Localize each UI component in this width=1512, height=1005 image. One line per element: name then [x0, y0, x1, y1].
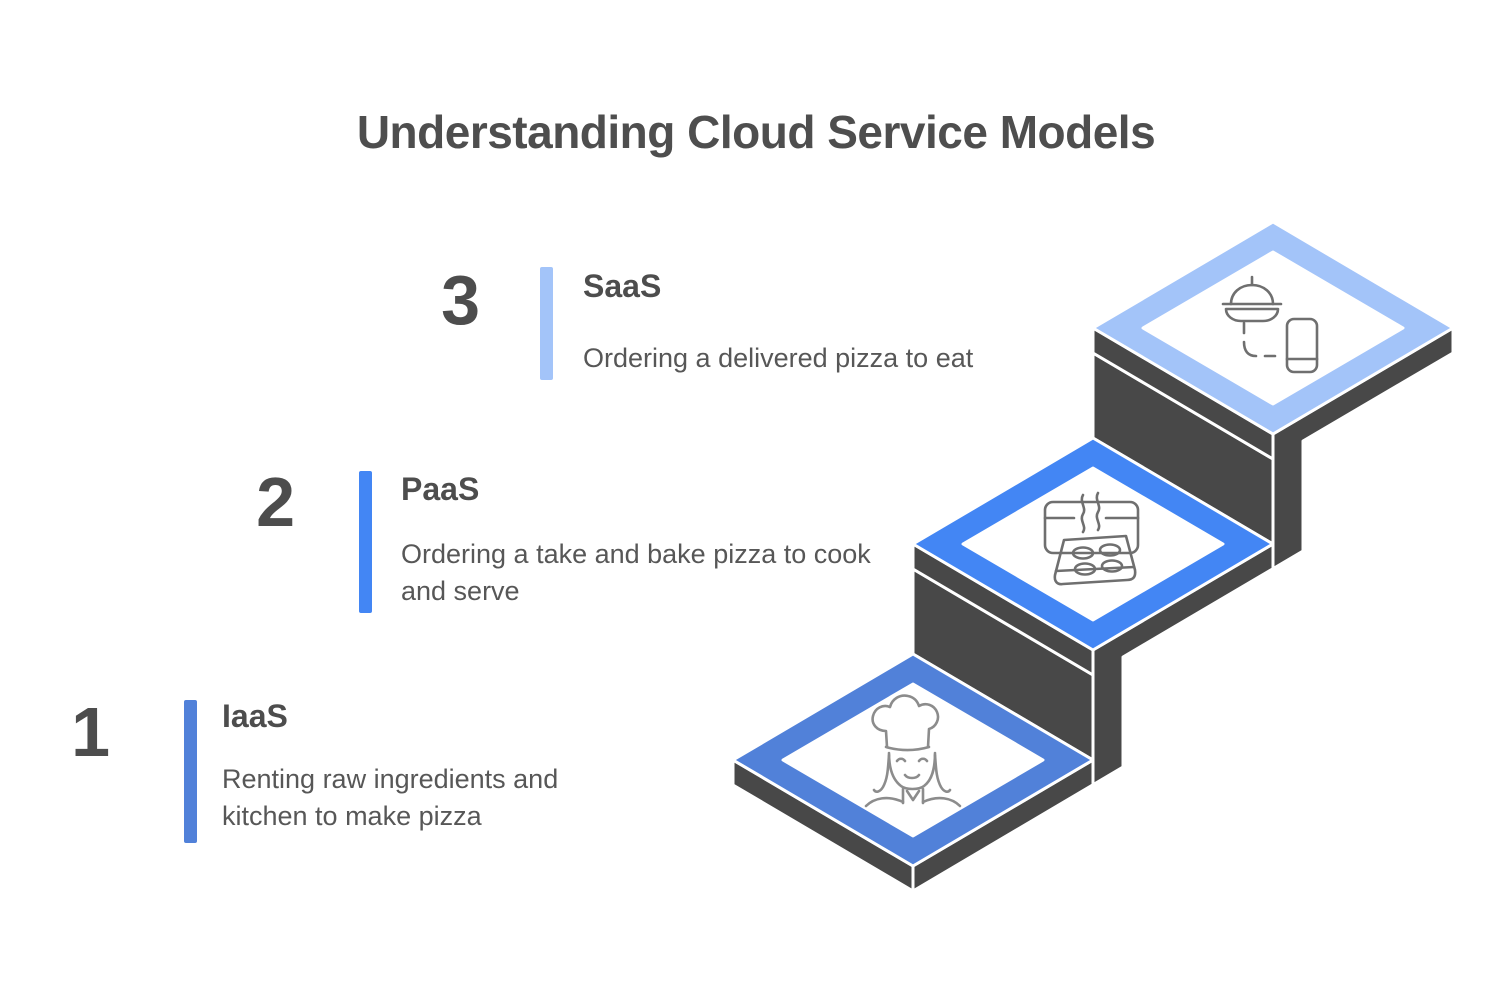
- step-3-top-inner: [1141, 250, 1405, 406]
- step-accent-bar: [359, 471, 372, 613]
- chef-icon: [864, 694, 962, 808]
- step-2-top-inner: [961, 466, 1225, 622]
- step-accent-bar: [184, 700, 197, 843]
- step-name: SaaS: [583, 268, 662, 304]
- page-title: Understanding Cloud Service Models: [356, 106, 1156, 158]
- step-number: 2: [256, 463, 295, 541]
- step-number: 1: [71, 693, 110, 771]
- step-description: Ordering a delivered pizza to eat: [583, 343, 974, 373]
- step-description: Renting raw ingredients and kitchen to m…: [222, 764, 559, 831]
- step-name: PaaS: [401, 471, 480, 507]
- oven-tray-icon: [1043, 491, 1140, 586]
- step-1-top-inner: [781, 682, 1045, 838]
- step-accent-bar: [540, 267, 553, 380]
- cloche-phone-icon: [1221, 275, 1319, 374]
- step-number: 3: [441, 261, 480, 339]
- step-description: Ordering a take and bake pizza to cook a…: [401, 539, 871, 606]
- step-name: IaaS: [222, 698, 288, 734]
